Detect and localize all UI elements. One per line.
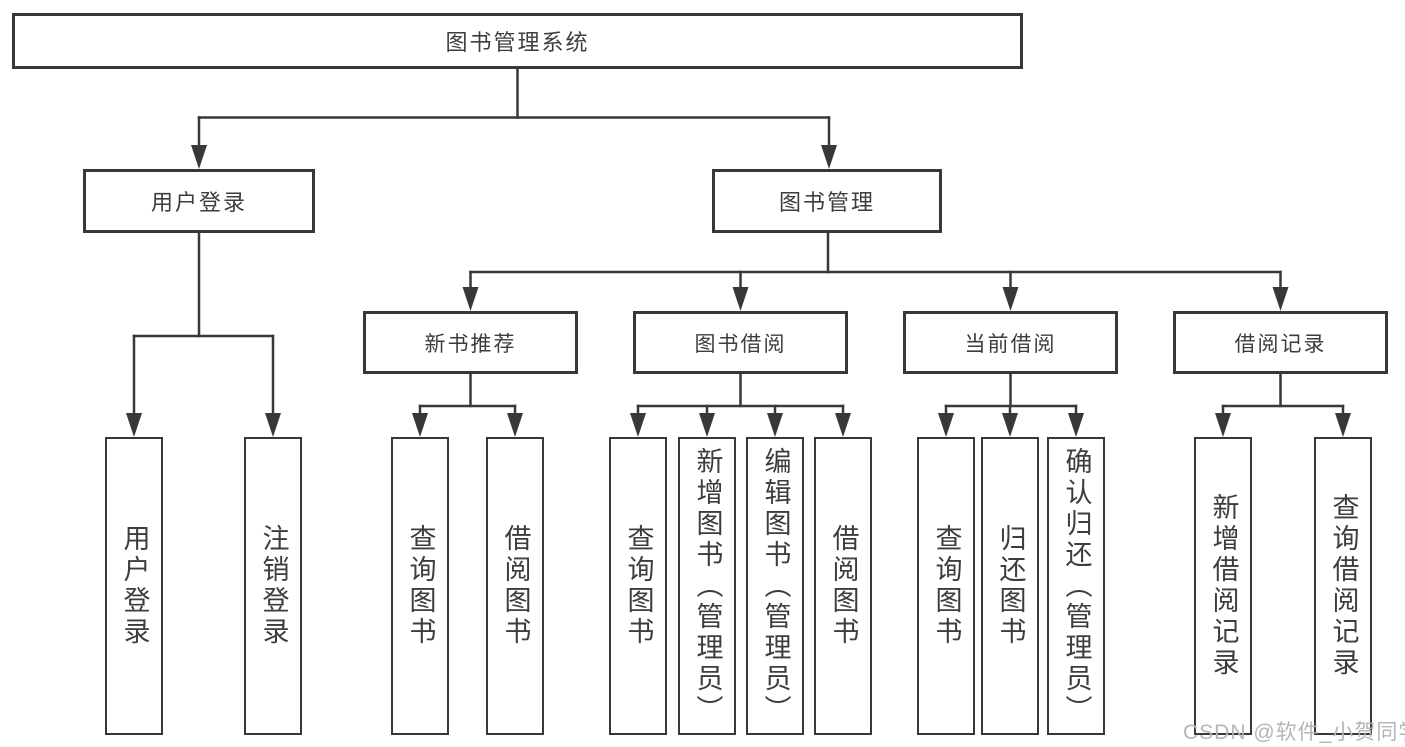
leaf-edit-book-admin: 编辑图书（管理员）: [746, 437, 804, 735]
node-current-borrow: 当前借阅: [903, 311, 1118, 374]
watermark: CSDN @软件_小贺同学: [1183, 721, 1405, 744]
leaf-query-borrow-record: 查询借阅记录: [1314, 437, 1372, 735]
leaf-query-books-recommend: 查询图书: [391, 437, 449, 735]
leaf-confirm-return-admin: 确认归还（管理员）: [1047, 437, 1105, 735]
leaf-logout: 注销登录: [244, 437, 302, 735]
connector-root: [191, 67, 837, 169]
leaf-add-borrow-record: 新增借阅记录: [1194, 437, 1252, 735]
leaf-borrow-books-borrow: 借阅图书: [814, 437, 872, 735]
connector-book-management: [462, 231, 1289, 311]
leaf-query-books-borrow: 查询图书: [609, 437, 667, 735]
connector-current-borrow: [938, 372, 1084, 437]
connector-user-login: [126, 231, 281, 437]
connector-book-borrow: [630, 372, 851, 437]
node-new-book-recommend: 新书推荐: [363, 311, 578, 374]
node-borrow-records: 借阅记录: [1173, 311, 1388, 374]
node-library-system: 图书管理系统: [12, 13, 1023, 69]
node-book-management: 图书管理: [712, 169, 942, 233]
node-book-borrow: 图书借阅: [633, 311, 848, 374]
connector-new-book-recommend: [412, 372, 523, 437]
leaf-user-login: 用户登录: [105, 437, 163, 735]
node-user-login: 用户登录: [83, 169, 315, 233]
leaf-return-book: 归还图书: [981, 437, 1039, 735]
leaf-add-book-admin: 新增图书（管理员）: [678, 437, 736, 735]
leaf-borrow-books-recommend: 借阅图书: [486, 437, 544, 735]
leaf-query-books-current: 查询图书: [917, 437, 975, 735]
connector-borrow-records: [1215, 372, 1351, 437]
